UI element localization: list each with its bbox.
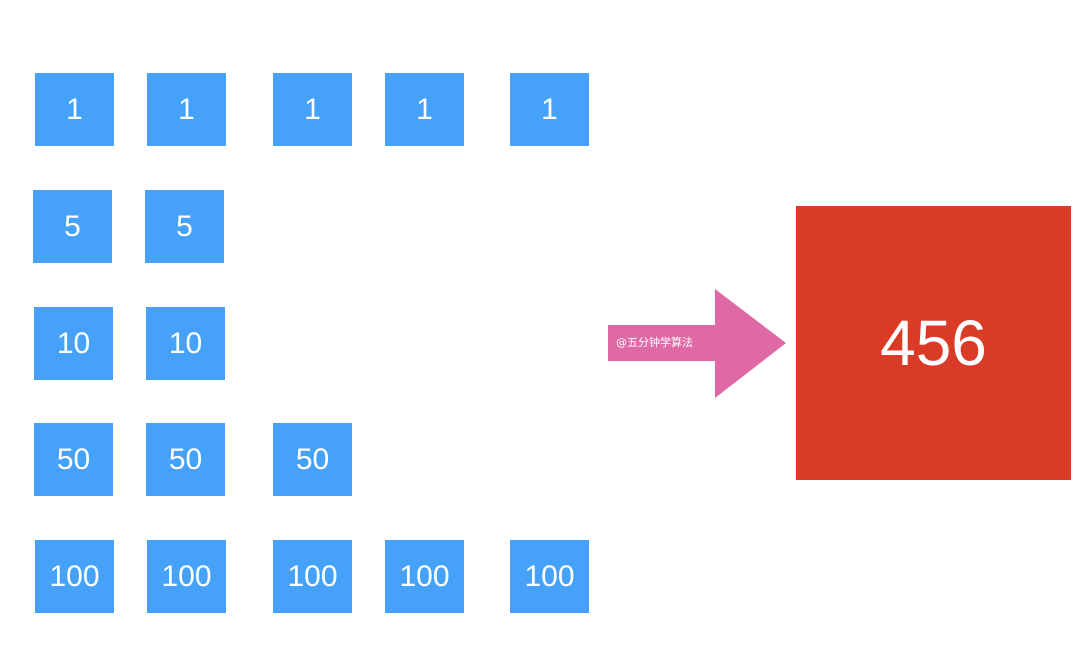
coin-100: 100 — [147, 540, 226, 613]
coin-100: 100 — [273, 540, 352, 613]
coin-100: 100 — [385, 540, 464, 613]
coin-10: 10 — [34, 307, 113, 380]
coin-50: 50 — [34, 423, 113, 496]
arrow-watermark-label: @五分钟学算法 — [616, 336, 693, 349]
coin-row-5: 5 5 — [0, 190, 600, 264]
target-amount: 456 — [880, 307, 987, 379]
coin-50: 50 — [146, 423, 225, 496]
coin-100: 100 — [510, 540, 589, 613]
coin-10: 10 — [146, 307, 225, 380]
coin-1: 1 — [510, 73, 589, 146]
coin-1: 1 — [35, 73, 114, 146]
coin-50: 50 — [273, 423, 352, 496]
coin-row-1: 1 1 1 1 1 — [0, 73, 600, 147]
coin-5: 5 — [145, 190, 224, 263]
target-amount-box: 456 — [796, 206, 1071, 480]
coin-1: 1 — [273, 73, 352, 146]
coin-row-50: 50 50 50 — [0, 423, 600, 497]
coin-1: 1 — [385, 73, 464, 146]
coin-5: 5 — [33, 190, 112, 263]
coin-row-100: 100 100 100 100 100 — [0, 540, 600, 614]
coin-row-10: 10 10 — [0, 307, 600, 381]
coin-100: 100 — [35, 540, 114, 613]
coin-1: 1 — [147, 73, 226, 146]
